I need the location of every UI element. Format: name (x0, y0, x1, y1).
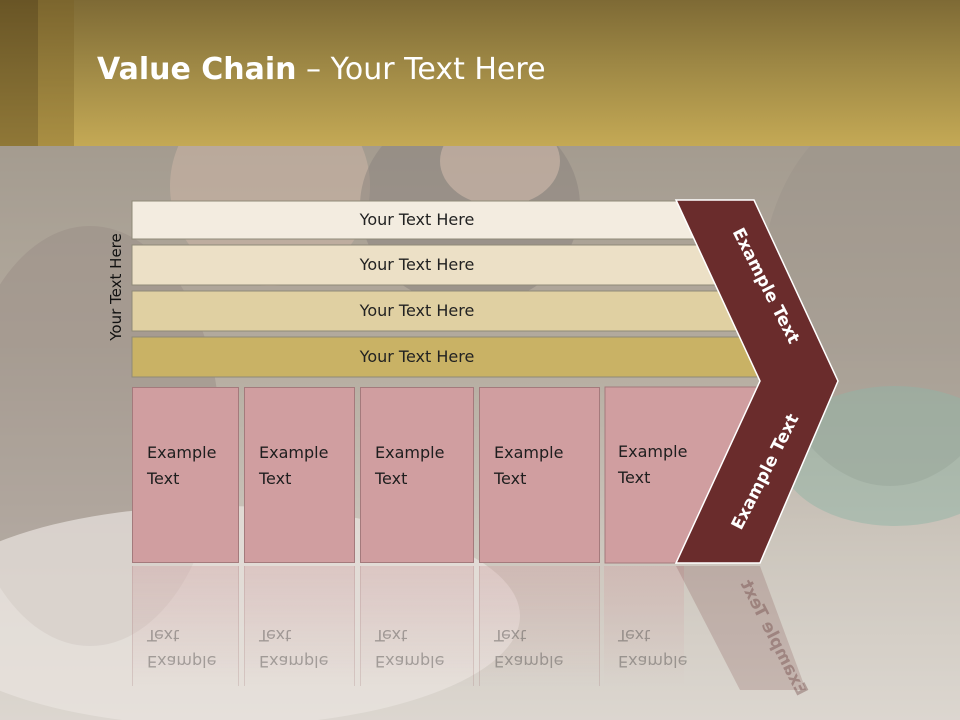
bar-1-label: Your Text Here (359, 210, 475, 229)
column-5-reflection: Example Text (604, 566, 688, 686)
column-1: Example Text (132, 387, 239, 563)
side-label: Your Text Here (107, 233, 125, 341)
column-1-reflection: Example Text (132, 566, 239, 686)
bar-2-label: Your Text Here (359, 255, 475, 274)
column-4: Example Text (479, 387, 600, 563)
bar-4-label: Your Text Here (359, 347, 475, 366)
column-2-label: Example Text (259, 443, 329, 488)
column-5-reflection-label: Example Text (618, 626, 688, 671)
column-5-label: Example Text (618, 442, 688, 487)
column-5: Example Text (604, 387, 687, 563)
column-4-reflection: Example Text (479, 566, 600, 686)
slide-title: Value Chain – Your Text Here (97, 52, 546, 87)
title-rest: – Your Text Here (296, 52, 546, 87)
column-3-reflection: Example Text (360, 566, 474, 686)
column-2-reflection-label: Example Text (259, 626, 329, 671)
column-2: Example Text (244, 387, 355, 563)
column-3: Example Text (360, 387, 474, 563)
title-bold: Value Chain (97, 52, 297, 87)
column-1-label: Example Text (147, 443, 217, 488)
column-4-reflection-label: Example Text (494, 626, 564, 671)
column-3-label: Example Text (375, 443, 445, 488)
column-2-reflection: Example Text (244, 566, 355, 686)
column-4-label: Example Text (494, 443, 564, 488)
column-3-reflection-label: Example Text (375, 626, 445, 671)
bar-3-label: Your Text Here (359, 301, 475, 320)
column-1-reflection-label: Example Text (147, 626, 217, 671)
header-band: Value Chain – Your Text Here (0, 0, 960, 146)
